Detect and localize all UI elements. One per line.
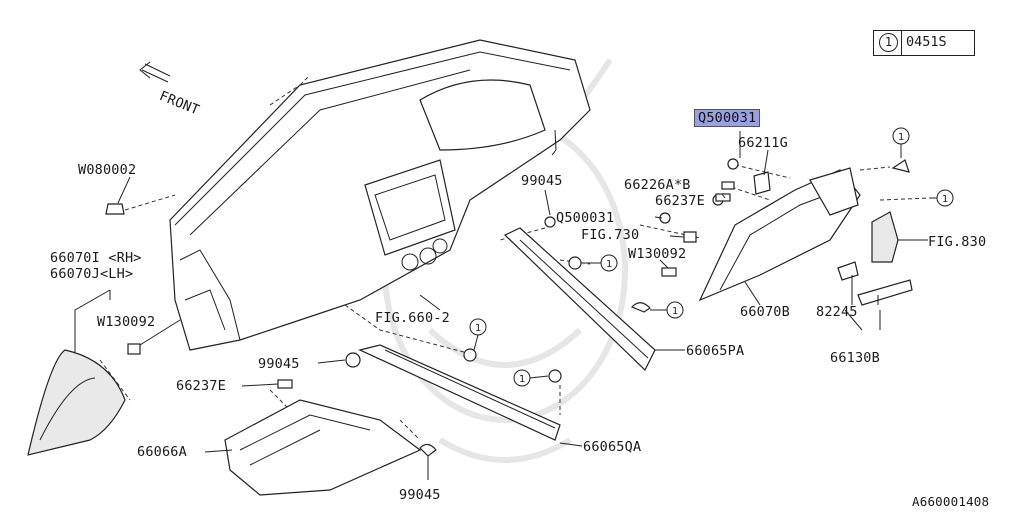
part-label-66065pa[interactable]: 66065PA bbox=[686, 343, 745, 359]
part-label-q500031-mid[interactable]: Q500031 bbox=[556, 210, 615, 226]
column-cover bbox=[698, 167, 861, 302]
bracket-66130b bbox=[837, 261, 913, 306]
part-label-66065qa[interactable]: 66065QA bbox=[583, 439, 642, 455]
part-label-99045-top[interactable]: 99045 bbox=[521, 173, 563, 189]
callout-3-icon: 1 bbox=[600, 254, 618, 272]
part-label-66226a-b[interactable]: 66226A*B bbox=[624, 177, 691, 193]
side-trim-left bbox=[27, 349, 126, 456]
callout-4-text: 1 bbox=[672, 306, 678, 317]
diagram-code-box: 1 0451S bbox=[873, 30, 975, 56]
callout-2-icon: 1 bbox=[936, 189, 954, 207]
part-label-w130092-mid[interactable]: W130092 bbox=[628, 246, 687, 262]
ref-number-circle: 1 bbox=[879, 33, 898, 52]
callout-4-icon: 1 bbox=[666, 301, 684, 319]
fasteners bbox=[105, 158, 771, 457]
part-label-66237e-top[interactable]: 66237E bbox=[655, 193, 705, 209]
callout-5-icon: 1 bbox=[469, 318, 487, 336]
front-arrow-icon bbox=[139, 61, 171, 83]
part-label-82245[interactable]: 82245 bbox=[816, 304, 858, 320]
callout-3-text: 1 bbox=[606, 259, 612, 270]
callout-2-text: 1 bbox=[942, 194, 948, 205]
code-box-divider bbox=[901, 31, 902, 55]
bracket-66065qa bbox=[358, 344, 561, 441]
part-label-66130b[interactable]: 66130B bbox=[830, 350, 880, 366]
part-label-66237e-low[interactable]: 66237E bbox=[176, 378, 226, 394]
part-label-66066a[interactable]: 66066A bbox=[137, 444, 187, 460]
part-label-w080002[interactable]: W080002 bbox=[78, 162, 137, 178]
part-label-66070i-rh[interactable]: 66070I <RH> bbox=[50, 250, 142, 266]
switch-panel bbox=[871, 211, 925, 263]
leader-lines bbox=[74, 131, 928, 480]
part-label-fig660-2[interactable]: FIG.660-2 bbox=[375, 310, 450, 326]
part-label-66211g[interactable]: 66211G bbox=[738, 135, 788, 151]
part-label-66070b[interactable]: 66070B bbox=[740, 304, 790, 320]
callout-1-text: 1 bbox=[898, 132, 904, 143]
diagram-code: 0451S bbox=[906, 34, 947, 50]
part-label-w130092-left[interactable]: W130092 bbox=[97, 314, 156, 330]
dashboard-panel bbox=[169, 39, 591, 351]
callout-6-icon: 1 bbox=[513, 369, 531, 387]
callout-1-icon: 1 bbox=[892, 127, 910, 145]
part-label-99045-mid[interactable]: 99045 bbox=[258, 356, 300, 372]
figure-id: A660001408 bbox=[912, 494, 990, 509]
lower-panel bbox=[224, 399, 422, 496]
part-label-fig830[interactable]: FIG.830 bbox=[928, 234, 987, 250]
callout-markers: 1 1 1 1 1 1 bbox=[469, 127, 954, 387]
part-label-99045-low[interactable]: 99045 bbox=[399, 487, 441, 503]
part-label-66070j-lh[interactable]: 66070J<LH> bbox=[50, 266, 134, 282]
part-label-q500031-highlighted[interactable]: Q500031 bbox=[694, 109, 761, 127]
part-label-fig730[interactable]: FIG.730 bbox=[581, 227, 640, 243]
callout-5-text: 1 bbox=[475, 323, 481, 334]
callout-6-text: 1 bbox=[519, 374, 525, 385]
